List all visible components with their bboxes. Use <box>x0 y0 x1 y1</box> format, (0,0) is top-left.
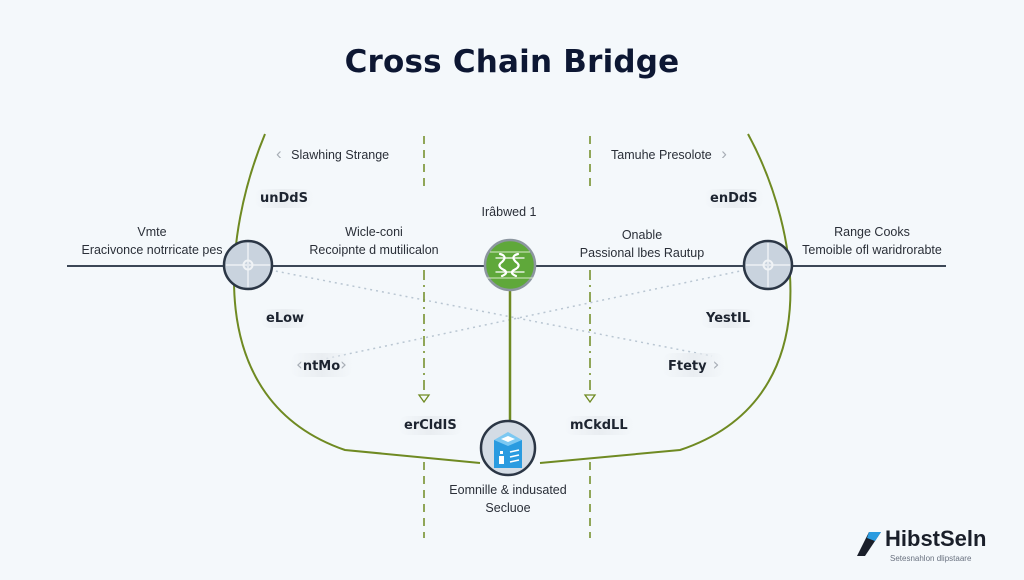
dotted-link-right <box>309 269 746 363</box>
chevron-left-icon: ‹ <box>296 355 303 375</box>
logo-mark-icon <box>857 532 881 556</box>
pill-mid-left[interactable]: eLow <box>260 309 311 328</box>
bridge-arc <box>233 133 792 464</box>
chevron-right-icon: › <box>721 144 727 163</box>
hub-label: Irâbwed 1 <box>481 205 537 219</box>
pill-low-right-text: Ftety <box>668 359 707 374</box>
chevron-right-icon: › <box>340 355 347 375</box>
top-label-left[interactable]: ‹ Slawhing Strange <box>276 144 389 164</box>
chevron-right-icon: › <box>712 355 720 375</box>
right-node-label-top: Range Cooks <box>834 225 910 239</box>
pill-low-left[interactable]: ‹ntMo› <box>290 353 353 377</box>
top-label-right[interactable]: Tamuhe Presolote › <box>611 144 727 164</box>
logo-tagline: Setesnahlon dlipstaare <box>890 554 972 563</box>
storage-node-label-top: Eomnille & indusated <box>449 483 567 497</box>
left-node-label-bottom: Eracivonce notrricate pes <box>81 243 223 257</box>
right-node-label-bottom: Temoible ofl waridrorabte <box>802 243 942 257</box>
database-box-icon <box>494 432 522 468</box>
pill-low-right[interactable]: Ftety › <box>662 353 726 377</box>
storage-node-label-bottom: Secluoe <box>485 501 531 515</box>
bridge-hub[interactable] <box>483 238 537 292</box>
left-node-label: Vmte Eracivonce notrricate pes <box>81 223 222 259</box>
inner-right-label-top: Onable <box>621 228 663 242</box>
storage-node[interactable] <box>479 419 537 477</box>
left-node-label-top: Vmte <box>137 225 167 239</box>
pill-bottom-left[interactable]: erCldIS <box>398 416 463 435</box>
logo-name: HibstSeln <box>885 526 987 551</box>
page-title: Cross Chain Bridge <box>344 44 680 80</box>
top-label-left-text: Slawhing Strange <box>291 148 390 162</box>
inner-left-label: Wicle-coni Recoipnte d mutilicalon <box>309 223 438 259</box>
arrowhead-left <box>417 394 431 404</box>
chain-link-icon <box>495 252 525 278</box>
pill-mid-right[interactable]: YestIL <box>700 309 757 328</box>
chevron-left-icon: ‹ <box>276 144 282 163</box>
inner-left-label-top: Wicle-coni <box>345 225 403 239</box>
arrowhead-right <box>583 394 597 404</box>
right-node-label: Range Cooks Temoible ofl waridrorabte <box>802 223 942 259</box>
pill-upper-left[interactable]: unDdS <box>254 189 314 208</box>
top-label-right-text: Tamuhe Presolote <box>611 148 712 162</box>
inner-right-label-bottom: Passional lbes Rautup <box>579 246 705 260</box>
pill-upper-right[interactable]: enDdS <box>704 189 764 208</box>
inner-left-label-bottom: Recoipnte d mutilicalon <box>309 243 439 257</box>
storage-node-label: Eomnille & indusated Secluoe <box>449 481 566 517</box>
pill-bottom-right[interactable]: mCkdLL <box>564 416 634 435</box>
left-chain-node[interactable] <box>222 239 274 291</box>
inner-right-label: Onable Passional lbes Rautup <box>580 226 704 262</box>
right-chain-node[interactable] <box>742 239 794 291</box>
pill-low-left-text: ntMo <box>302 359 341 374</box>
